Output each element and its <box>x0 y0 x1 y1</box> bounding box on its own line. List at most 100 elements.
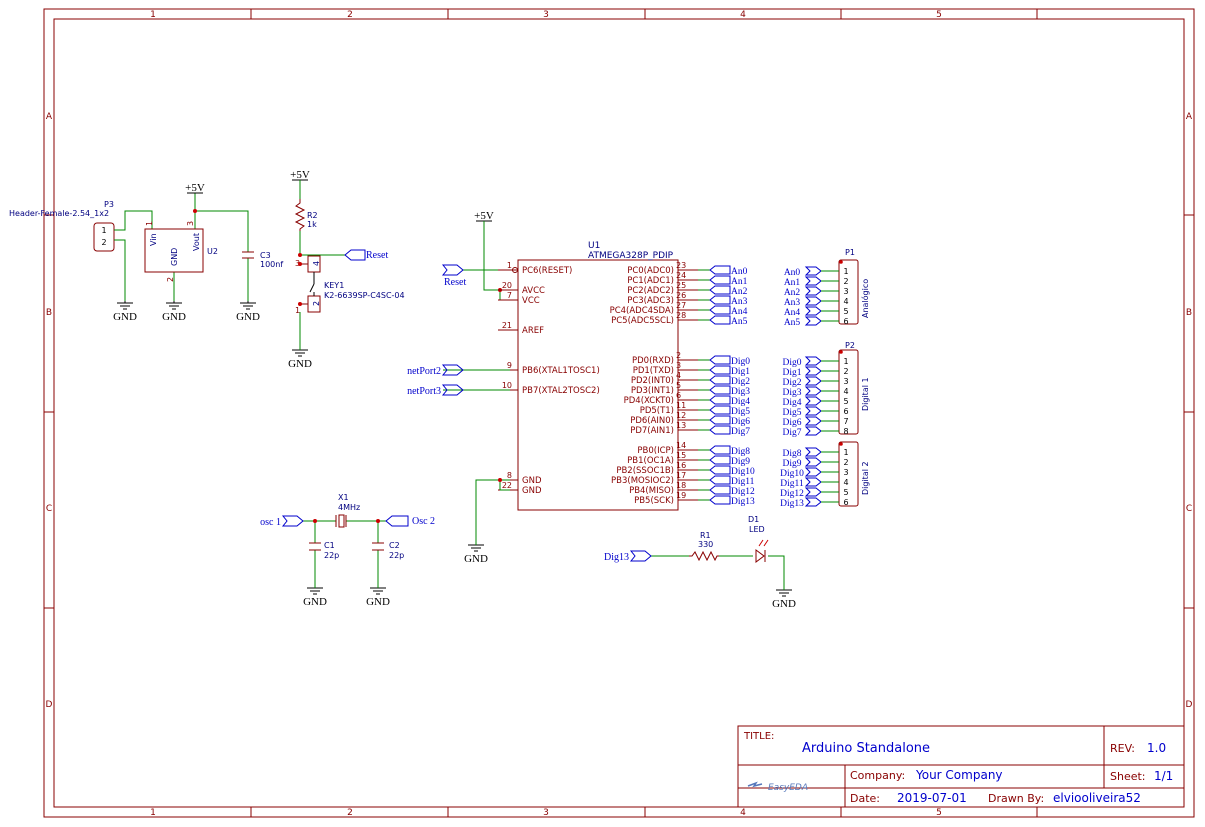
mcu-left-pins: 1PC6(RESET)20AVCC7VCC21AREF9PB6(XTAL1TOS… <box>498 261 600 496</box>
key1-ref: KEY1 <box>324 281 344 290</box>
row-label-left: B <box>46 308 52 318</box>
pin1-marker <box>839 260 843 264</box>
mcu-u1: U1 ATMEGA328P_PDIP 1PC6(RESET)20AVCC7VCC… <box>498 241 755 511</box>
mcu-pin-number: 15 <box>676 451 686 460</box>
mcu-pin-name: PD3(INT1) <box>631 386 674 396</box>
mcu-pin-number: 1 <box>507 261 512 270</box>
net-label: Dig5 <box>731 407 750 417</box>
mcu-pin-number: 25 <box>676 281 686 290</box>
mcu-pin-name: PC1(ADC1) <box>627 276 674 286</box>
drawn-value: elviooliveira52 <box>1053 791 1141 805</box>
title-value: Arduino Standalone <box>802 741 930 756</box>
row-label-right: B <box>1186 308 1192 318</box>
gnd-label: GND <box>464 553 488 565</box>
net-label: Dig2 <box>731 377 750 387</box>
net-label: An2 <box>731 287 748 297</box>
v5-label: +5V <box>290 169 310 181</box>
header-p3: P3 Header-Female-2.54_1x2 1 2 <box>9 200 115 252</box>
net-flag-port3: netPort3 <box>407 384 464 397</box>
connector-net-label: Dig2 <box>783 378 802 388</box>
mcu-pin-name: VCC <box>522 296 540 306</box>
connector-net-label: An2 <box>784 288 801 298</box>
mcu-pin-name: PB0(ICP) <box>637 446 674 456</box>
mcu-right-pins: PC0(ADC0)23An0PC1(ADC1)24An1PC2(ADC2)25A… <box>610 261 755 507</box>
rev-label: REV: <box>1110 742 1135 755</box>
p2-ref: P2 <box>845 341 855 350</box>
c2-ref: C2 <box>389 541 400 550</box>
row-label-left: D <box>46 700 53 710</box>
mcu-pin-name: PB6(XTAL1TOSC1) <box>522 366 600 376</box>
frame-labels: 1 2 3 4 5 1 2 3 4 5 A B C D A B C D <box>46 10 1193 818</box>
title-block: TITLE: Arduino Standalone REV: 1.0 Compa… <box>737 725 1185 808</box>
connector-net-label: Dig5 <box>783 408 802 418</box>
mcu-pin-name: PC2(ADC2) <box>627 286 674 296</box>
c1-ref: C1 <box>324 541 335 550</box>
net-flag <box>804 286 822 296</box>
mcu-pin-name: PB7(XTAL2TOSC2) <box>522 386 600 396</box>
net-label: Dig7 <box>731 427 750 437</box>
connector-pin-number: 6 <box>843 407 848 416</box>
net-flag <box>709 405 731 415</box>
connector-net-label: An4 <box>784 308 801 318</box>
mcu-pin-name: PD0(RXD) <box>632 356 674 366</box>
col-label-bottom: 4 <box>740 808 746 818</box>
power-symbols: +5V +5V +5V <box>185 169 494 222</box>
connector-net-label: An0 <box>784 268 801 278</box>
p2b-label: Digital 2 <box>861 461 870 495</box>
key1-pin1: 1 <box>295 306 300 315</box>
connector-body <box>838 349 859 435</box>
p3-value: Header-Female-2.54_1x2 <box>9 209 109 218</box>
key1-value: K2-6639SP-C4SC-04 <box>324 291 405 300</box>
mcu-pin-number: 28 <box>676 311 686 320</box>
junction <box>498 478 502 482</box>
col-label-bottom: 2 <box>347 808 353 818</box>
mcu-pin-number: 3 <box>676 361 681 370</box>
col-label-top: 4 <box>740 10 746 20</box>
mcu-pin-name: PD4(XCKT0) <box>624 396 674 406</box>
led-wires <box>651 555 785 590</box>
mcu-pin-name: PB1(OC1A) <box>627 456 674 466</box>
u2-gnd: GND <box>170 248 179 266</box>
mcu-pin-name: PD5(T1) <box>640 406 674 416</box>
p1-ref: P1 <box>845 248 855 257</box>
junction <box>313 519 317 523</box>
net-label: An1 <box>731 277 748 287</box>
connector-net-label: Dig1 <box>783 368 802 378</box>
net-flag <box>709 295 731 305</box>
mcu-pin-number: 2 <box>676 351 681 360</box>
mcu-pin-number: 23 <box>676 261 686 270</box>
mcu-pin-number: 26 <box>676 291 686 300</box>
connector-net-label: Dig13 <box>780 499 804 509</box>
net-flag <box>804 276 822 286</box>
p3-pin1: 1 <box>101 226 106 235</box>
net-flag-reset-out: Reset <box>344 249 388 261</box>
net-flag <box>709 415 731 425</box>
led-d1: D1 LED <box>748 515 769 563</box>
net-label: Dig6 <box>731 417 750 427</box>
net-flag <box>709 305 731 315</box>
connector-pin-number: 2 <box>843 458 848 467</box>
mcu-pin-number: 24 <box>676 271 686 280</box>
connector-pin-number: 4 <box>843 478 848 487</box>
crystal-x1: X1 4MHz <box>335 493 360 528</box>
connector-pin-number: 3 <box>843 377 848 386</box>
mcu-pin-name: AVCC <box>522 286 545 296</box>
net-label: Dig1 <box>731 367 750 377</box>
osc2-label: Osc 2 <box>412 516 435 527</box>
net-flag <box>804 467 822 477</box>
gnd-label: GND <box>366 596 390 608</box>
net-label: Dig0 <box>731 357 750 367</box>
mcu-pin-number: 4 <box>676 371 681 380</box>
key1-pin2: 2 <box>312 301 321 306</box>
u2-vout: Vout <box>192 233 201 251</box>
net-flag <box>804 376 822 386</box>
net-flag-osc1: osc 1 <box>260 515 304 528</box>
net-label: Dig11 <box>731 477 755 487</box>
mcu-pin-name: PC0(ADC0) <box>627 266 674 276</box>
junction <box>298 302 302 306</box>
mcu-pin-number: 11 <box>676 401 686 410</box>
sheet-label: Sheet: <box>1110 770 1146 783</box>
mcu-pin-name: GND <box>522 476 542 486</box>
